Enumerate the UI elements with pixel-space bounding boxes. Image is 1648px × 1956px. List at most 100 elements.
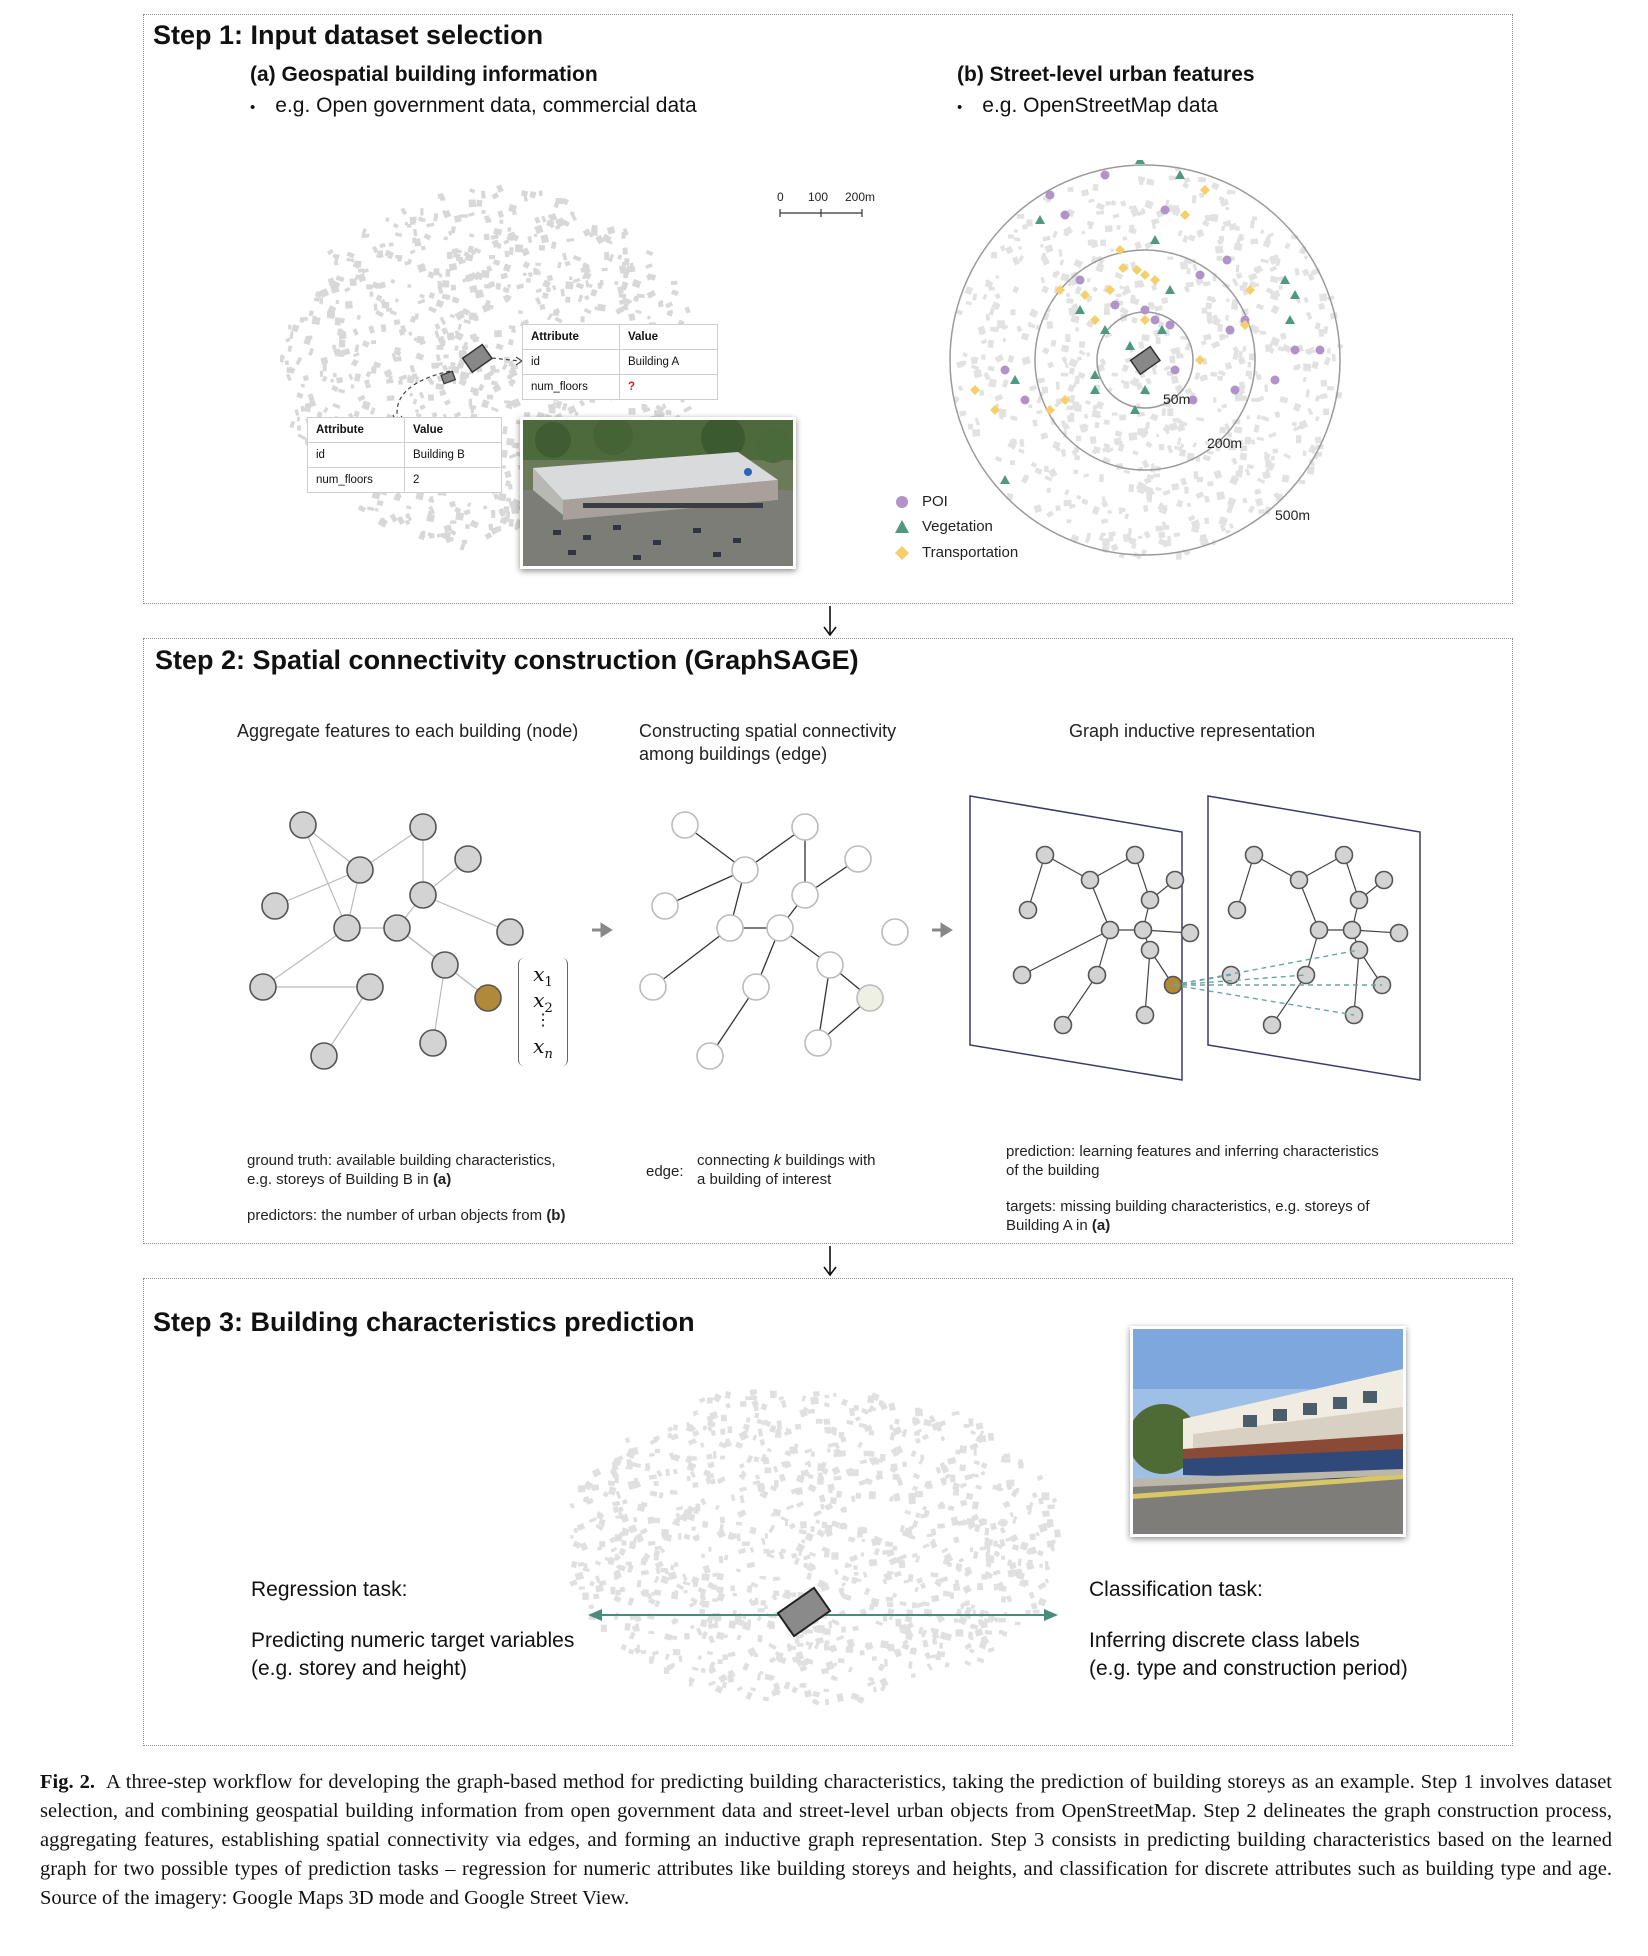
building-footprint <box>919 1582 927 1590</box>
building-footprint <box>738 1547 747 1555</box>
building-footprint <box>994 394 1004 402</box>
building-footprint <box>707 1581 714 1589</box>
building-footprint <box>746 1585 753 1593</box>
building-footprint <box>1160 297 1169 304</box>
building-footprint <box>376 500 384 507</box>
building-footprint <box>827 1485 833 1494</box>
building-footprint <box>835 1635 845 1641</box>
building-footprint <box>979 1546 987 1551</box>
building-footprint <box>612 1506 620 1514</box>
building-footprint <box>1095 202 1106 211</box>
building-footprint <box>667 1432 673 1439</box>
building-footprint <box>824 1426 832 1433</box>
building-footprint <box>949 1474 956 1483</box>
building-footprint <box>1088 198 1095 203</box>
building-footprint <box>453 214 462 223</box>
building-footprint <box>598 1518 606 1526</box>
transportation-marker <box>1105 285 1115 295</box>
building-footprint <box>450 284 457 291</box>
building-footprint <box>526 277 531 283</box>
building-footprint <box>987 1433 995 1441</box>
building-footprint <box>749 1388 758 1396</box>
legend-label: Vegetation <box>922 518 993 535</box>
building-footprint <box>522 272 527 276</box>
building-footprint <box>980 354 986 360</box>
building-footprint <box>751 1399 759 1408</box>
building-footprint <box>968 1418 974 1427</box>
step2-title: Step 2: Spatial connectivity constructio… <box>155 645 859 675</box>
building-footprint <box>596 1512 605 1521</box>
building-footprint <box>697 1655 702 1660</box>
building-footprint <box>1291 421 1298 427</box>
building-footprint <box>1032 419 1038 427</box>
building-footprint <box>610 1466 619 1473</box>
building-footprint <box>1002 1631 1008 1637</box>
building-footprint <box>699 1442 705 1448</box>
building-footprint <box>742 1662 750 1671</box>
building-footprint <box>737 1509 747 1518</box>
building-footprint <box>783 1681 791 1690</box>
buffer-label-200m: 200m <box>1207 435 1242 451</box>
building-footprint <box>984 280 994 289</box>
building-footprint <box>508 325 516 330</box>
building-footprint <box>1151 218 1160 225</box>
building-footprint <box>629 1446 639 1456</box>
building-footprint <box>1239 452 1248 461</box>
building-footprint <box>730 1585 736 1592</box>
building-footprint <box>807 1408 816 1414</box>
building-footprint <box>1026 219 1033 227</box>
building-footprint <box>959 1464 966 1472</box>
building-footprint <box>859 1459 868 1465</box>
building-footprint <box>1269 336 1281 347</box>
building-footprint <box>664 1633 672 1641</box>
building-footprint <box>1170 375 1179 385</box>
building-footprint <box>1041 285 1050 294</box>
building-footprint <box>752 1480 761 1486</box>
building-footprint <box>1143 530 1151 539</box>
building-footprint <box>640 1501 648 1508</box>
building-footprint <box>1044 1566 1051 1571</box>
building-footprint <box>428 498 435 504</box>
feature-x-index: 2 <box>544 1001 553 1016</box>
building-footprint <box>928 1414 936 1423</box>
building-footprint <box>1171 209 1180 217</box>
building-footprint <box>633 1462 642 1469</box>
building-footprint <box>791 1686 799 1694</box>
building-footprint <box>1016 325 1023 333</box>
building-footprint <box>436 532 444 538</box>
building-footprint <box>1265 236 1271 243</box>
building-footprint <box>987 365 995 372</box>
building-footprint <box>501 363 508 371</box>
building-footprint <box>1195 456 1201 463</box>
building-footprint <box>772 1508 782 1517</box>
building-footprint <box>408 392 414 397</box>
building-footprint <box>1303 296 1309 304</box>
building-footprint <box>496 184 504 193</box>
building-footprint <box>577 294 584 303</box>
vegetation-marker <box>1090 385 1100 394</box>
building-footprint <box>1029 1502 1033 1507</box>
building-footprint <box>346 251 355 259</box>
building-footprint <box>1196 229 1205 238</box>
building-footprint <box>722 1654 728 1661</box>
building-footprint <box>741 1541 750 1547</box>
building-footprint <box>709 1411 719 1420</box>
building-footprint <box>1058 248 1063 257</box>
building-footprint <box>1221 403 1228 409</box>
building-footprint <box>326 248 334 256</box>
building-footprint <box>287 345 293 353</box>
building-footprint <box>610 1546 618 1553</box>
building-a-marker <box>776 1586 832 1638</box>
building-footprint <box>357 504 367 513</box>
building-footprint <box>705 1477 713 1485</box>
building-footprint <box>1128 432 1138 441</box>
classification-title: Classification task: <box>1089 1578 1263 1601</box>
poi-marker <box>1170 365 1180 375</box>
building-footprint <box>409 364 416 373</box>
building-footprint <box>1011 256 1020 266</box>
building-footprint <box>1124 357 1133 364</box>
building-footprint <box>548 220 555 229</box>
buffer-200m <box>1034 249 1256 471</box>
building-footprint <box>1217 375 1223 381</box>
building-footprint <box>1074 404 1082 412</box>
